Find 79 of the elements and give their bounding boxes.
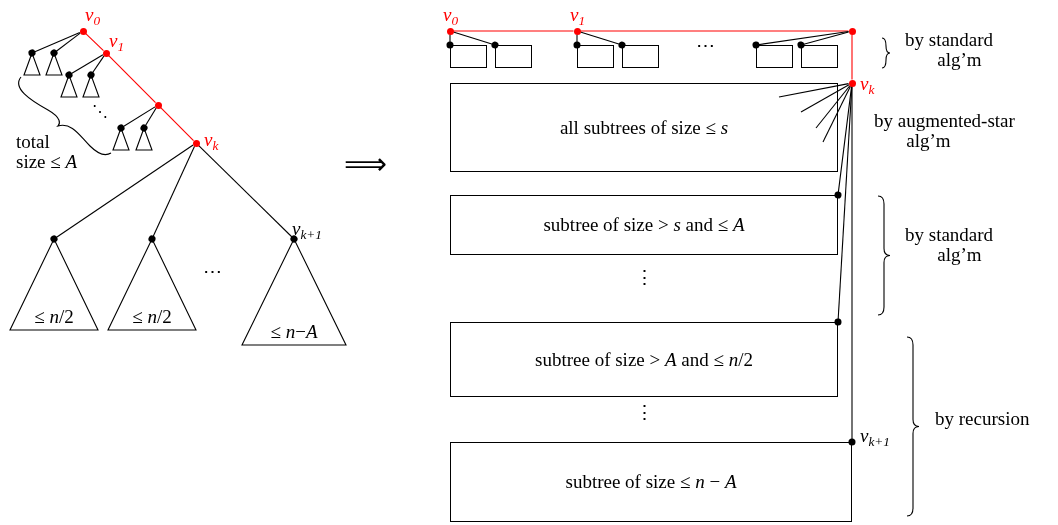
- annotation-text: ⋱: [92, 104, 108, 121]
- small-subtree-triangle: [113, 128, 129, 150]
- vertex-label: v$_{1}$: [109, 31, 125, 54]
- tree-edge: [822, 85, 851, 143]
- subtree-size-label: ≤ n/2: [33, 307, 75, 326]
- tree-edge: [797, 31, 850, 49]
- tree-edge: [50, 144, 194, 243]
- small-subtree-box: [801, 45, 838, 68]
- vertex-dot: [154, 101, 162, 109]
- subtree-triangle: [10, 239, 98, 330]
- subtree-box: [450, 322, 838, 397]
- box-label: subtree of size > A and ≤ n/2: [534, 348, 754, 371]
- vertex-label: v$_{1}$: [570, 5, 586, 28]
- subtree-size-label: ≤ n/2: [131, 307, 173, 326]
- annotation-text: by recursion: [935, 409, 1030, 429]
- annotation-text: ⋯: [203, 262, 222, 282]
- subtree-size-label: ≤ n−A: [269, 322, 319, 341]
- tree-edge: [197, 144, 298, 243]
- box-label: all subtrees of size ≤ s: [558, 116, 730, 139]
- small-subtree-triangle: [136, 128, 152, 150]
- tree-edge: [815, 85, 851, 129]
- small-subtree-box: [450, 45, 487, 68]
- vertex-dot: [102, 49, 110, 57]
- annotation-text: ⋮: [635, 403, 654, 423]
- small-subtree-box: [622, 45, 659, 68]
- vertex-label: v$_{k+1}$: [860, 426, 890, 449]
- vertex-label: v$_{0}$: [443, 5, 459, 28]
- annotation-text: ⟹: [344, 148, 387, 180]
- tree-edge: [117, 106, 156, 132]
- annotation-text: ⋮: [635, 268, 654, 288]
- vertex-dot: [848, 27, 856, 35]
- tree-path-line: [107, 54, 157, 104]
- small-subtree-box: [756, 45, 793, 68]
- tree-edge: [573, 33, 581, 49]
- tree-path-line: [579, 30, 850, 32]
- subtree-triangle: [108, 239, 196, 330]
- small-subtree-triangle: [83, 75, 99, 97]
- vertex-dot: [79, 27, 87, 35]
- tree-edge: [800, 84, 850, 113]
- subtree-box: [450, 195, 838, 255]
- vertex-label: v$_{k+1}$: [292, 219, 322, 242]
- box-label: subtree of size ≤ n − A: [564, 471, 738, 493]
- annotation-text: by augmented-star alg’m: [874, 111, 1016, 151]
- tree-edge: [140, 107, 157, 132]
- tree-edge: [579, 31, 626, 49]
- tree-edge: [452, 31, 499, 49]
- small-subtree-triangle: [46, 53, 62, 75]
- subtree-triangle: [242, 239, 346, 345]
- tree-path-line: [452, 30, 575, 32]
- small-subtree-box: [495, 45, 532, 68]
- tree-edge: [752, 30, 850, 49]
- vertex-label: v$_{k}$: [860, 74, 875, 97]
- tree-edge: [50, 32, 81, 57]
- tree-edge: [148, 145, 196, 243]
- vertex-label: v$_{k}$: [204, 130, 219, 153]
- tree-edge: [28, 31, 81, 57]
- small-subtree-box: [577, 45, 614, 68]
- box-label: subtree of size > s and ≤ A: [542, 214, 746, 236]
- tree-edge: [65, 54, 104, 79]
- vertex-label: v$_{0}$: [85, 5, 101, 28]
- tree-edge: [446, 33, 454, 49]
- annotation-text: by standard alg’m: [905, 30, 995, 70]
- tree-edge: [848, 85, 856, 446]
- annotation-text: ⋯: [696, 36, 715, 56]
- small-subtree-triangle: [24, 53, 40, 75]
- tree-path-line: [159, 106, 195, 142]
- vertex-dot: [192, 139, 200, 147]
- tree-path-line: [85, 32, 104, 52]
- vertex-dot: [446, 27, 454, 35]
- small-subtree-triangle: [61, 75, 77, 97]
- tree-path-line: [851, 33, 853, 81]
- vertex-dot: [848, 79, 856, 87]
- annotation-text: by standard alg’m: [905, 225, 995, 265]
- subtree-box: [450, 442, 852, 522]
- tree-edge: [87, 55, 105, 79]
- vertex-dot: [573, 27, 581, 35]
- tree-edge: [778, 83, 850, 98]
- annotation-text: total size ≤ A: [16, 132, 79, 172]
- subtree-box: [450, 83, 838, 172]
